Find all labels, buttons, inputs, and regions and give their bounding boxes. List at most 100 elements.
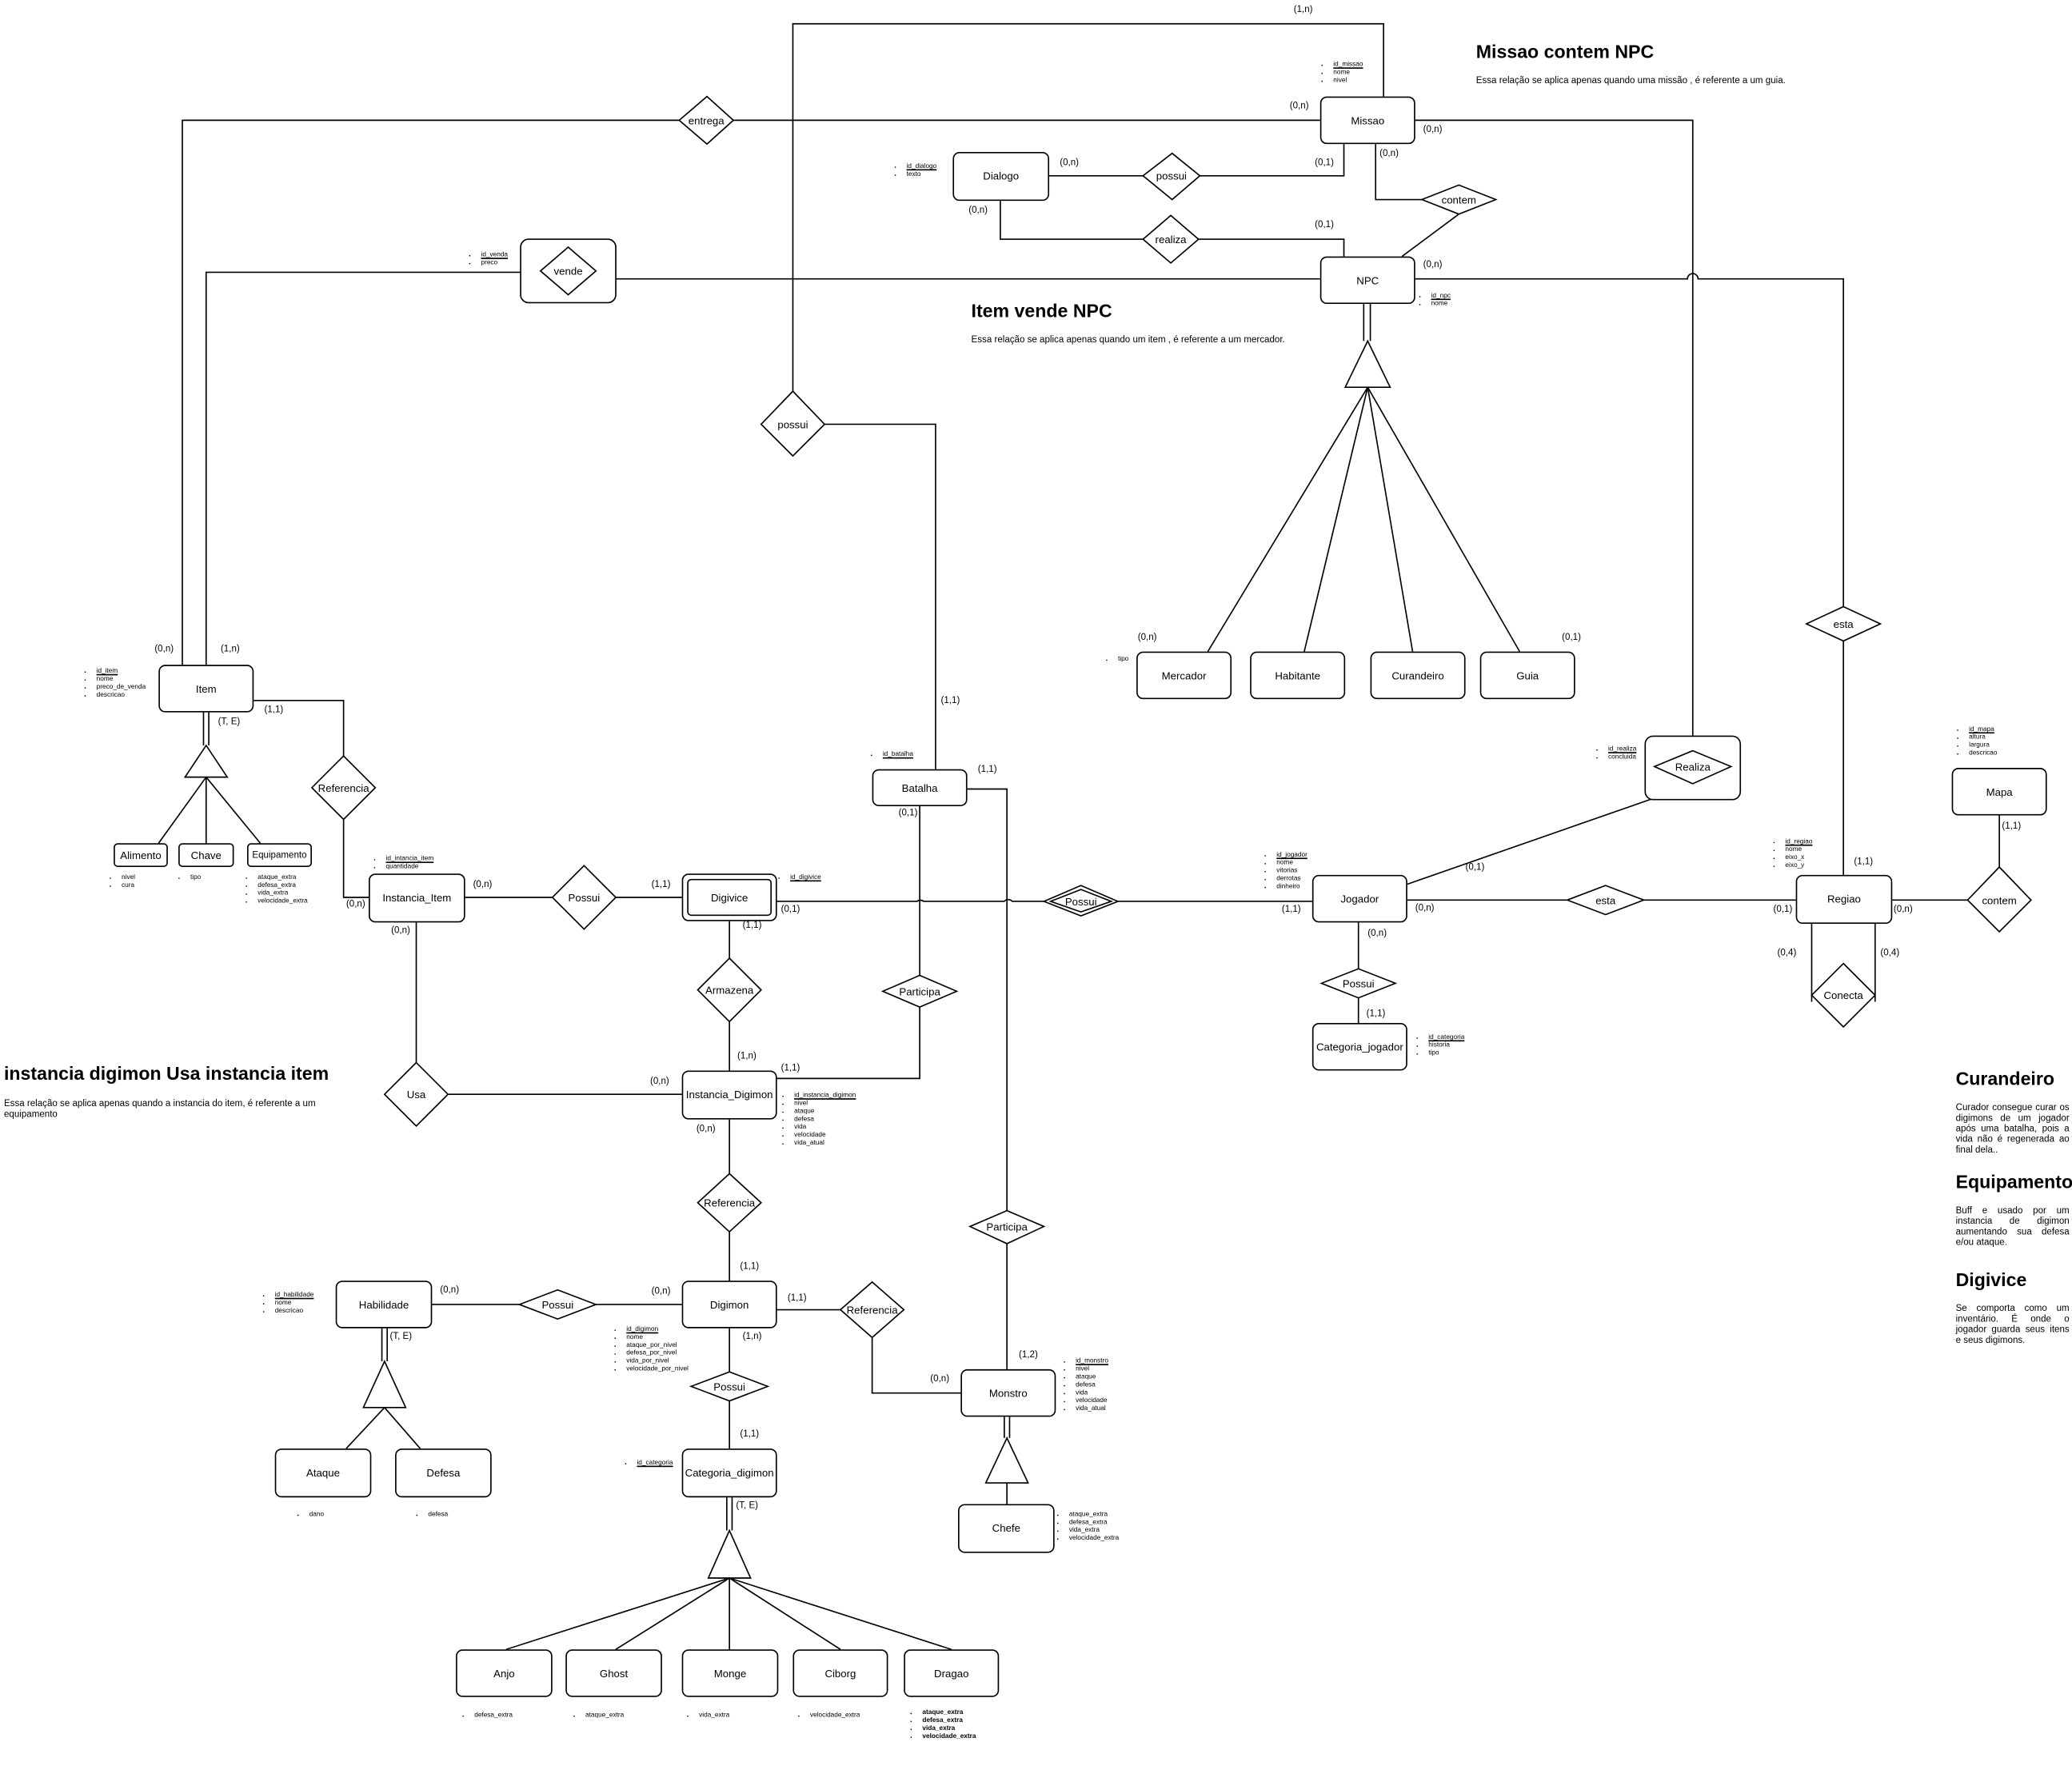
rel-possui-batalha[interactable]: possui [777,418,808,430]
attribute-item: nivel [1076,1365,1108,1373]
diamond-referencia-digimon [697,1173,763,1233]
attrs-instancia-digimon: id_instancia_digimonnivelataquedefesavid… [782,1092,856,1147]
attribute-item: id_jogador [1276,851,1307,859]
rel-participa-digimon[interactable]: Participa [899,985,940,997]
entity-defesa[interactable]: Defesa [395,1448,492,1498]
attribute-item: nome [1333,69,1363,77]
diamond-realiza-missao [1652,749,1733,785]
rel-vende[interactable]: vende [553,265,583,278]
entity-batalha[interactable]: Batalha [872,769,968,806]
line-batalha-participa-monstro [967,788,1008,1211]
entity-ghost[interactable]: Ghost [565,1649,662,1697]
line-item-vende [205,271,541,665]
entity-item[interactable]: Item [158,665,254,713]
rel-esta-jogador[interactable]: esta [1595,893,1616,906]
rel-referencia-monstro[interactable]: Referencia [846,1304,898,1316]
attrs-digimon: id_digimonnomeataque_por_niveldefesa_por… [614,1325,689,1372]
attrs-jogador: id_jogadornomevitoriasderrotasdinheiro [1264,851,1307,891]
entity-guia[interactable]: Guia [1479,651,1575,700]
entity-missao[interactable]: Missao [1319,96,1415,145]
attribute-item: velocidade_extra [810,1712,860,1720]
attribute-item: nome [1785,846,1812,854]
attribute-item: nome [97,675,146,683]
entity-chefe[interactable]: Chefe [958,1504,1055,1553]
attrs-monge: vida_extra [687,1712,729,1720]
entity-monge[interactable]: Monge [681,1649,779,1697]
attribute-item: tipo [190,873,201,881]
attrs-item: id_itemnomepreco_de_vendadescricao [85,667,146,699]
entity-monstro[interactable]: Monstro [960,1368,1056,1417]
attribute-item: id_item [97,667,146,675]
entity-dialogo[interactable]: Dialogo [952,152,1050,202]
entity-instancia-item[interactable]: Instancia_Item [369,873,465,923]
entity-chave[interactable]: Chave [178,843,234,867]
attribute-item: vida_extra [699,1712,729,1720]
entity-regiao[interactable]: Regiao [1795,874,1893,925]
attribute-item: historia [1428,1041,1464,1049]
rel-esta-npc[interactable]: esta [1833,617,1854,630]
line-possui-missao [1200,144,1345,177]
attribute-item: id_regiao [1785,838,1812,846]
rel-possui-jogador[interactable]: Possui [1064,895,1097,908]
cardinality: (0,n) [1379,149,1399,159]
attribute-item: velocidade [1076,1397,1108,1405]
attribute-item: vida_atual [794,1139,856,1147]
cardinality: (0,1) [1315,158,1334,168]
entity-categoria-jogador[interactable]: Categoria_jogador [1311,1022,1407,1071]
entity-anjo[interactable]: Anjo [456,1649,553,1697]
entity-mapa[interactable]: Mapa [1951,768,2047,816]
entity-habitante[interactable]: Habitante [1250,651,1346,700]
rel-possui-item[interactable]: Possui [568,891,601,904]
cardinality: (0,n) [1060,158,1080,168]
entity-ciborg[interactable]: Ciborg [792,1649,888,1697]
entity-categoria-digimon[interactable]: Categoria_digimon [681,1448,777,1498]
rel-possui-habilidade[interactable]: Possui [541,1298,574,1311]
entity-mercador[interactable]: Mercador [1136,651,1232,700]
cardinality: (0,n) [1289,102,1309,111]
note-curandeiro-title: Curandeiro [1955,1068,2055,1089]
entity-equipamento[interactable]: Equipamento [247,843,312,867]
cardinality: (1,1) [264,705,284,715]
rel-contem-npc[interactable]: contem [1441,194,1476,206]
attribute-item: ataque_extra [1069,1511,1119,1519]
rel-possui-categoria-jogador[interactable]: Possui [1342,977,1375,989]
attribute-item: vida [1076,1389,1108,1397]
rel-referencia-digimon[interactable]: Referencia [704,1197,756,1209]
entity-curandeiro[interactable]: Curandeiro [1370,651,1466,700]
rel-referencia-item[interactable]: Referencia [317,781,369,794]
attrs-equipamento: ataque_extradefesa_extravida_extraveloci… [246,873,307,905]
rel-usa[interactable]: Usa [406,1088,426,1101]
rel-armazena[interactable]: Armazena [705,984,754,997]
rel-possui-categoria-digimon[interactable]: Possui [713,1380,745,1392]
rel-realiza-missao[interactable]: Realiza [1675,760,1711,773]
entity-npc[interactable]: NPC [1319,256,1415,305]
entity-instancia-digimon[interactable]: Instancia_Digimon [681,1070,777,1120]
rel-conecta[interactable]: Conecta [1823,989,1863,1001]
attribute-item: id_dialogo [907,162,937,170]
attribute-item: nivel [1333,77,1363,85]
entity-jogador[interactable]: Jogador [1311,874,1407,923]
entity-ataque[interactable]: Ataque [274,1448,372,1498]
diamond-possui-categoria-digimon [689,1371,770,1402]
attribute-item: velocidade_extra [258,897,307,905]
entity-habilidade[interactable]: Habilidade [335,1281,433,1328]
attribute-item: defesa [428,1511,448,1519]
cardinality: (1,1) [977,765,997,775]
entity-alimento[interactable]: Alimento [114,843,168,867]
cardinality: (0,n) [649,1077,669,1087]
monstro-isa-triangle [984,1436,1029,1484]
cardinality: (0,n) [440,1285,460,1296]
diamond-vende [539,246,597,296]
note-equipamento-body: Buff e usado por um instancia de digimon… [1955,1206,2070,1248]
rel-entrega[interactable]: entrega [688,114,725,126]
entity-digimon[interactable]: Digimon [681,1281,777,1328]
rel-possui-dialogo[interactable]: possui [1156,170,1187,182]
cardinality: (1,n) [220,645,240,654]
rel-contem-mapa[interactable]: contem [1982,893,2017,906]
rel-participa-monstro[interactable]: Participa [986,1221,1028,1233]
cardinality: (0,n) [345,900,365,909]
attribute-item: ataque_extra [922,1709,976,1717]
rel-realiza-dialogo[interactable]: realiza [1155,233,1187,246]
entity-digivice[interactable]: Digivice [681,873,777,921]
entity-dragao[interactable]: Dragao [904,1649,1000,1697]
